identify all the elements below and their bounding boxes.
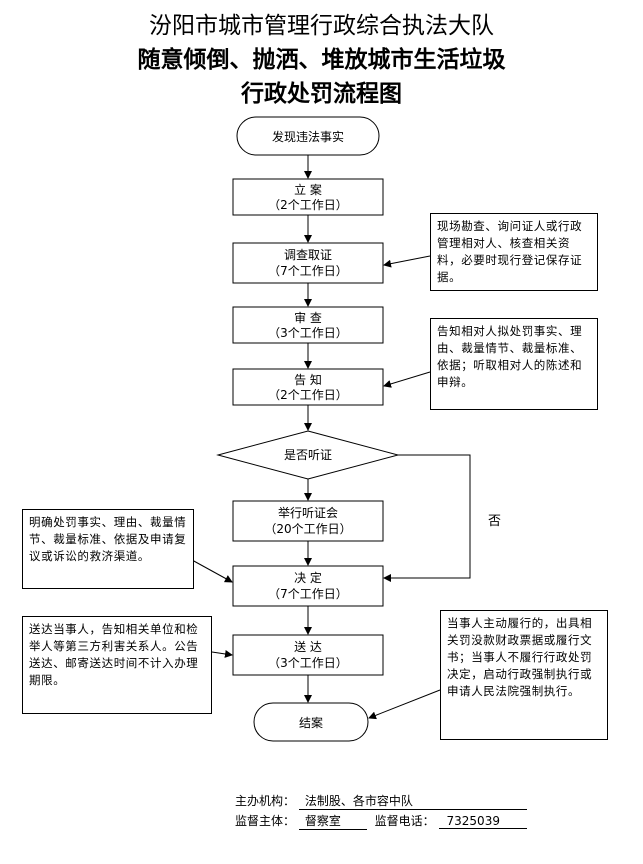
filing-days: （2个工作日） [268,198,348,212]
hearing-decision-label: 是否听证 [284,448,332,462]
hearing-days: （20个工作日） [264,522,351,536]
deliver-node [232,634,384,676]
footer-phone-value: 7325039 [438,814,527,829]
note-decide: 明确处罚事实、理由、裁量情节、裁量标准、依据及申请复议或诉讼的救济渠道。 [22,509,194,589]
deliver-title: 送 达 [294,639,322,654]
arrow-no-branch [383,454,471,582]
investigation-title: 调查取证 [284,248,332,262]
review-days: （3个工作日） [268,326,348,340]
footer-phone-label: 监督电话： [374,814,435,828]
footer-org-label: 主办机构： [235,794,296,808]
footer-org: 主办机构： 法制股、各市容中队 [235,792,527,810]
footer-org-value: 法制股、各市容中队 [298,792,527,810]
end-node-label: 结案 [299,715,323,730]
review-node [232,306,384,344]
end-node [253,702,369,742]
start-node-label: 发现违法事实 [272,129,344,144]
arrow-note-deliver [211,650,233,658]
review-title: 审 查 [294,310,322,325]
notice-title: 告 知 [294,373,322,387]
filing-node [232,178,384,216]
investigation-node [232,242,384,284]
hearing-title: 举行听证会 [278,506,338,520]
note-investigation: 现场勘查、询问证人或行政管理相对人、核查相关资料，必要时现行登记保存证据。 [430,213,598,291]
no-branch-label: 否 [488,514,502,529]
note-enforce: 当事人主动履行的，出具相关罚没款财政票据或履行文书；当事人不履行行政处罚决定，启… [440,610,608,740]
filing-title: 立 案 [294,182,322,197]
note-deliver: 送达当事人，告知相关单位和检举人等第三方利害关系人。公告送达、邮寄送达时间不计入… [22,616,212,714]
title-line-1: 汾阳市城市管理行政综合执法大队 [149,13,494,39]
arrow-note-end [368,689,441,720]
investigation-days: （7个工作日） [268,264,348,278]
decide-title: 决 定 [294,570,322,585]
decide-days: （7个工作日） [268,587,348,601]
title-line-2: 随意倾倒、抛洒、堆放城市生活垃圾 [137,46,506,73]
notice-days: （2个工作日） [268,388,348,402]
arrow-note-investigation [383,255,431,268]
footer-supervisor-label: 监督主体： [235,814,296,828]
arrow-note-decide [191,559,233,583]
hearing-node [232,500,384,542]
deliver-days: （3个工作日） [268,656,348,670]
arrow-note-notice [383,371,431,388]
title-line-3: 行政处罚流程图 [241,80,402,107]
footer-supervisor-value: 督察室 [298,812,367,830]
decide-node [232,565,384,607]
footer-supervisor: 监督主体： 督察室 监督电话： 7325039 [235,812,527,830]
note-notice: 告知相对人拟处罚事实、理由、裁量情节、裁量标准、依据；听取相对人的陈述和申辩。 [430,318,598,410]
